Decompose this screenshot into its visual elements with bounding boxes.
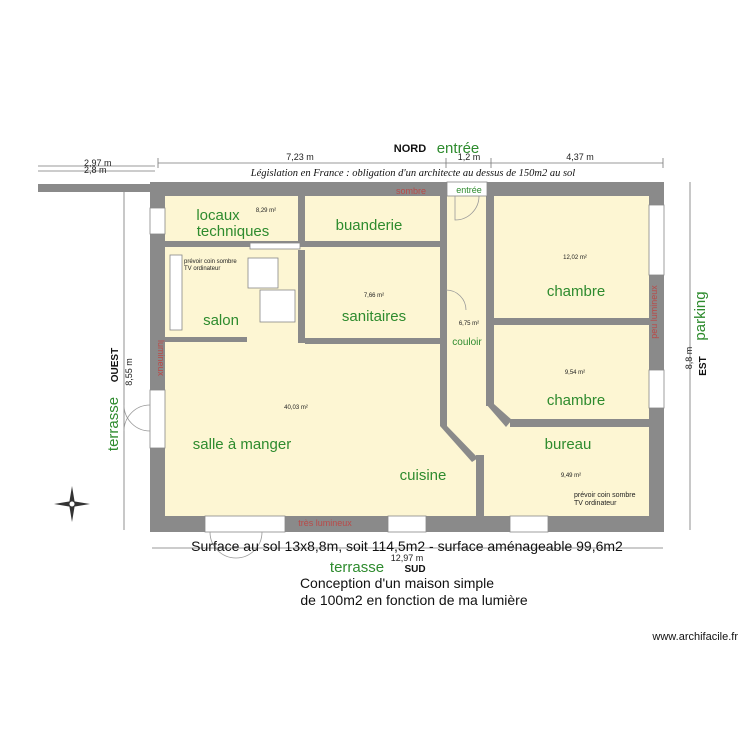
dim-top-w2: 1,2 m — [458, 152, 481, 162]
room-chambre2: chambre — [547, 392, 605, 409]
doors — [123, 195, 480, 559]
room-bureau-note1: prévoir coin sombre — [574, 492, 636, 499]
side-ouest: OUEST — [110, 348, 121, 382]
label-entree: entrée — [437, 140, 480, 157]
windows — [149, 181, 665, 533]
dim-left-h: 8,55 m — [124, 358, 134, 386]
summary-text: Surface au sol 13x8,8m, soit 114,5m2 - s… — [191, 538, 623, 554]
label-entree-small: entrée — [456, 185, 482, 195]
room-salon-note1: prévoir coin sombre — [184, 259, 237, 265]
legislation-note: Législation en France : obligation d'un … — [250, 168, 575, 179]
side-parking: parking — [692, 291, 709, 340]
side-terrasse-left: terrasse — [105, 397, 122, 451]
description-line2: de 100m2 en fonction de ma lumière — [300, 592, 527, 608]
dim-right-h: 8,8 m — [684, 347, 694, 370]
room-chambre1: chambre — [547, 283, 605, 300]
room-salle: salle à manger — [193, 436, 291, 453]
label-tres-lumineux: très lumineux — [298, 518, 352, 528]
description-line1: Conception d'un maison simple — [300, 575, 494, 591]
label-sombre: sombre — [396, 186, 426, 196]
room-buanderie: buanderie — [336, 217, 403, 234]
room-locaux-line1: locaux — [196, 207, 240, 224]
room-salon-note2: TV ordinateur — [184, 266, 220, 272]
side-est: EST — [698, 356, 709, 375]
room-locaux-area: 8,29 m² — [256, 208, 276, 214]
room-sanitaires-area: 7,66 m² — [364, 293, 384, 299]
room-salle-area: 40,03 m² — [284, 405, 308, 411]
room-bureau: bureau — [545, 436, 592, 453]
compass-icon — [54, 486, 90, 522]
label-lumineux-left: lumineux — [156, 340, 166, 377]
side-terrasse-bottom: terrasse — [330, 559, 384, 576]
furniture — [169, 254, 296, 331]
dim-top-left-a: 2,97 m — [84, 158, 112, 168]
room-chambre1-area: 12,02 m² — [563, 255, 587, 261]
room-sanitaires: sanitaires — [342, 308, 406, 325]
room-couloir-area: 6,75 m² — [459, 321, 479, 327]
exterior-walls — [38, 182, 664, 532]
dim-top-w3: 4,37 m — [566, 152, 594, 162]
dim-top-left-b: 2,8 m — [84, 165, 107, 175]
interior-walls — [165, 196, 649, 517]
room-bureau-note2: TV ordinateur — [574, 500, 617, 507]
dimension-lines — [38, 158, 691, 549]
side-sud: SUD — [404, 564, 425, 575]
label-nord: NORD — [394, 143, 426, 155]
room-bureau-area: 9,49 m² — [561, 473, 581, 479]
room-cuisine: cuisine — [400, 467, 447, 484]
room-couloir: couloir — [452, 337, 482, 348]
room-salon: salon — [203, 312, 239, 329]
label-peu-lumineux: peu lumineux — [649, 285, 659, 339]
room-locaux-line2: techniques — [197, 223, 270, 240]
dim-top-w1: 7,23 m — [286, 152, 314, 162]
watermark: www.archifacile.fr — [651, 631, 738, 643]
dim-bottom-w: 12,97 m — [391, 553, 424, 563]
room-chambre2-area: 9,54 m² — [565, 370, 585, 376]
